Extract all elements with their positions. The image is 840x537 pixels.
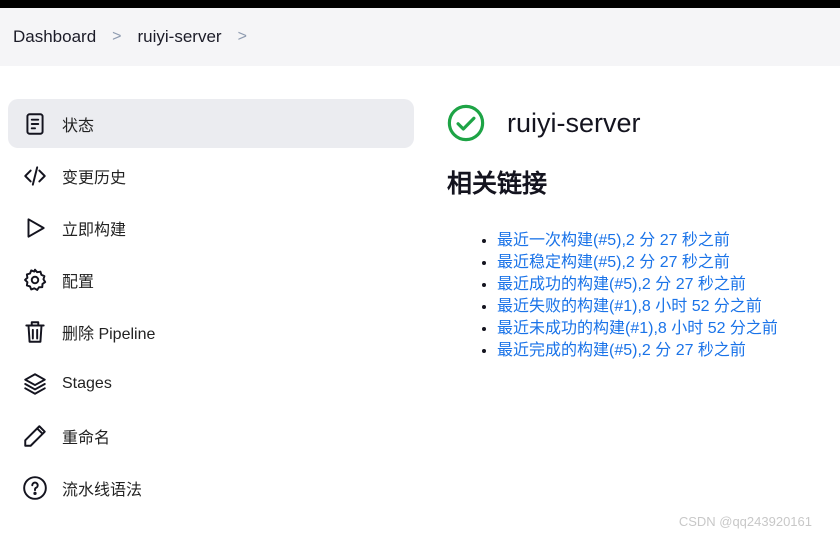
sidebar-item-label: 配置 [62,273,95,291]
success-check-icon [447,104,485,142]
breadcrumb: Dashboard > ruiyi-server > [0,8,840,66]
sidebar-item-pipeline-syntax[interactable]: 流水线语法 [8,463,414,512]
help-icon [23,475,47,500]
link-last-successful-build[interactable]: 最近成功的构建(#5),2 分 27 秒之前 [497,276,746,293]
page-title: ruiyi-server [507,107,641,138]
sidebar-item-label: 立即构建 [62,221,127,239]
sidebar-item-label: 流水线语法 [62,481,143,499]
link-last-stable-build[interactable]: 最近稳定构建(#5),2 分 27 秒之前 [497,254,730,271]
main-content: ruiyi-server 相关链接 最近一次构建(#5),2 分 27 秒之前 … [447,104,778,362]
links-list: 最近一次构建(#5),2 分 27 秒之前 最近稳定构建(#5),2 分 27 … [447,230,778,362]
sidebar-item-label: 删除 Pipeline [62,325,156,343]
code-icon [24,165,46,186]
link-last-build[interactable]: 最近一次构建(#5),2 分 27 秒之前 [497,232,730,249]
sidebar-item-label: 重命名 [62,429,111,447]
status-icon [26,112,44,135]
link-last-unsuccessful-build[interactable]: 最近未成功的构建(#1),8 小时 52 分之前 [497,320,778,337]
pencil-icon [24,424,46,447]
sidebar-item-rename[interactable]: 重命名 [8,411,414,460]
trash-icon [25,320,45,343]
gear-icon [24,268,47,291]
sidebar-item-status[interactable]: 状态 [8,99,414,148]
sidebar-item-stages[interactable]: Stages [8,359,414,408]
top-bar [0,0,840,8]
link-last-completed-build[interactable]: 最近完成的构建(#5),2 分 27 秒之前 [497,342,746,359]
link-last-failed-build[interactable]: 最近失败的构建(#1),8 小时 52 分之前 [497,298,762,315]
breadcrumb-dashboard[interactable]: Dashboard [13,27,97,46]
sidebar-item-label: 状态 [62,117,95,135]
links-heading: 相关链接 [447,170,548,198]
sidebar-item-delete[interactable]: 删除 Pipeline [8,307,414,356]
layers-icon [24,372,46,395]
sidebar-item-label: 变更历史 [62,169,127,187]
sidebar-item-changes[interactable]: 变更历史 [8,151,414,200]
sidebar: 状态 变更历史 立即构建 配置 删除 Pipeline Stages 重命名 流… [8,99,414,515]
breadcrumb-project[interactable]: ruiyi-server [137,27,222,46]
sidebar-item-build-now[interactable]: 立即构建 [8,203,414,252]
chevron-right-icon[interactable]: > [237,28,247,45]
watermark: CSDN @qq243920161 [678,514,812,529]
sidebar-item-label: Stages [62,374,112,392]
chevron-right-icon[interactable]: > [112,28,122,45]
play-icon [27,217,45,238]
sidebar-item-configure[interactable]: 配置 [8,255,414,304]
